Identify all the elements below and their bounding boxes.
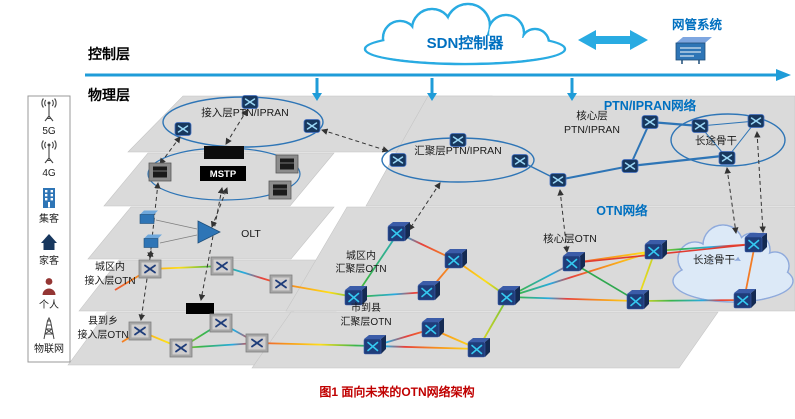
otn-urban-access-label-line2: 接入层OTN [84, 274, 135, 287]
otn-county-label-line2: 接入层OTN [77, 328, 128, 341]
otn-access-device-icon [209, 313, 233, 333]
router-icon [621, 158, 639, 174]
otn-router-icon [444, 248, 468, 269]
olt-area: OLT [139, 210, 261, 248]
nms-label: 网管系统 [672, 17, 723, 32]
otn-backbone-cloud [672, 224, 794, 303]
otn-network-label: OTN网络 [596, 203, 648, 218]
ptn-backbone-label: 长途骨干 [695, 134, 737, 147]
sdn-cloud [363, 2, 567, 66]
otn-access-device-icon [128, 321, 152, 341]
otn-access-device-icon [269, 274, 293, 294]
otn-router-icon [467, 337, 491, 358]
access-types-sidebar: 5G 4G 集客 家客 个人 物联网 [27, 95, 71, 363]
control-layer-label: 控制层 [88, 46, 130, 62]
router-icon [511, 153, 529, 169]
otn-router-icon [644, 239, 668, 260]
otn-access-device-icon [245, 333, 269, 353]
olt-label: OLT [241, 228, 261, 240]
county-chassis [186, 303, 214, 314]
router-icon [303, 118, 321, 134]
ptn-access-label: 接入层PTN/IPRAN [201, 106, 289, 119]
router-icon [691, 118, 709, 134]
sidebar-label-4g: 4G [42, 168, 56, 179]
otn-router-icon [363, 334, 387, 355]
otn-access-devices [128, 256, 293, 358]
mstp-device-icon [268, 180, 292, 200]
mstp-device-icon [148, 162, 172, 182]
otn-router-icon [744, 232, 768, 253]
server-icon [675, 36, 713, 65]
home-icon [41, 234, 57, 250]
ptn-aggregation-label: 汇聚层PTN/IPRAN [414, 144, 502, 157]
mstp-label: MSTP [210, 169, 237, 180]
otn-city-county-label-line2: 汇聚层OTN [340, 315, 391, 328]
otn-urban-access-label-line1: 城区内 [95, 260, 125, 273]
person-icon [42, 278, 56, 295]
band-ptn-main [365, 95, 795, 207]
otn-city-county-label-line1: 市到县 [351, 301, 381, 314]
band-otn-main [285, 206, 795, 312]
mstp-area: MSTP [148, 146, 299, 200]
otn-urban-agg-label-line2: 汇聚层OTN [335, 262, 386, 275]
ptn-core-label-line2: PTN/IPRAN [564, 124, 620, 136]
otn-access-device-icon [138, 259, 162, 279]
sidebar-label-personal: 个人 [39, 299, 59, 311]
otn-router-icon [497, 285, 521, 306]
otn-router-icon [387, 221, 411, 242]
mstp-device-icon [275, 154, 299, 174]
sdn-controller-label: SDN控制器 [427, 34, 505, 52]
otn-router-icon [733, 288, 757, 309]
otn-router-icon [626, 289, 650, 310]
mstp-label-box [200, 166, 246, 181]
otn-link-green [572, 262, 638, 302]
tower-icon [43, 316, 55, 340]
otn-access-device-icon [210, 256, 234, 276]
otn-urban-agg-label-line1: 城区内 [346, 249, 376, 262]
figure-caption: 图1 面向未来的OTN网络架构 [319, 384, 474, 399]
router-icon [389, 152, 407, 168]
sidebar-label-home: 家客 [39, 254, 59, 267]
otn-router-icon [421, 317, 445, 338]
otn-router-icon [417, 280, 441, 301]
ptn-backbone-ring [670, 113, 786, 167]
otn-access-device-icon [169, 338, 193, 358]
ptn-network-label: PTN/IPRAN网络 [604, 98, 697, 113]
mstp-chassis [204, 146, 244, 159]
sidebar-label-iot: 物联网 [34, 342, 64, 355]
otn-router-icon [562, 251, 586, 272]
sidebar-label-5g: 5G [42, 126, 56, 137]
physical-layer-label: 物理层 [88, 87, 130, 103]
router-icon [718, 150, 736, 166]
divider-arrowhead [776, 69, 791, 81]
olt-triangle-icon [197, 220, 221, 244]
router-icon [549, 172, 567, 188]
otn-core-label: 核心层OTN [543, 232, 597, 245]
ptn-core-label-line1: 核心层 [576, 109, 608, 122]
otn-county-label-line1: 县到乡 [88, 315, 118, 327]
sidebar-label-business: 集客 [39, 212, 59, 225]
router-icon [747, 113, 765, 129]
building-icon [43, 188, 55, 208]
router-icon [174, 121, 192, 137]
control-down-arrows [312, 78, 577, 101]
otn-backbone-label: 长途骨干 [693, 253, 735, 266]
bidirectional-arrow [578, 30, 648, 50]
router-icon [641, 114, 659, 130]
